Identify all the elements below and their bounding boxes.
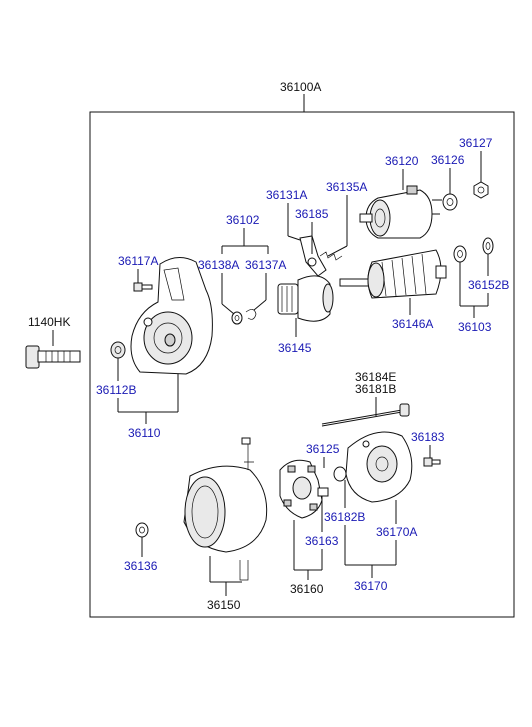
- part-brush-spring-36163[interactable]: [317, 487, 329, 497]
- part-pinion-clutch-36145[interactable]: [277, 275, 334, 322]
- part-bushing-36112B[interactable]: [110, 341, 126, 359]
- label-36136[interactable]: 36136: [124, 559, 158, 573]
- label-36117A[interactable]: 36117A: [118, 254, 158, 268]
- label-36170[interactable]: 36170: [354, 579, 388, 593]
- label-36138A[interactable]: 36138A: [198, 258, 239, 272]
- label-36146A[interactable]: 36146A: [392, 317, 433, 331]
- part-yoke-36150[interactable]: [183, 437, 268, 581]
- label-36170A[interactable]: 36170A: [376, 525, 417, 539]
- label-36183[interactable]: 36183: [411, 430, 445, 444]
- part-front-housing-36110[interactable]: [130, 257, 213, 375]
- label-36182B[interactable]: 36182B: [324, 510, 365, 524]
- label-36185[interactable]: 36185: [295, 207, 329, 221]
- part-stopper-36137A[interactable]: [245, 309, 257, 320]
- part-bolt-1140HK[interactable]: [25, 345, 81, 369]
- assembly-frame: [89, 111, 515, 618]
- label-36110[interactable]: 36110: [128, 426, 161, 440]
- label-36160[interactable]: 36160: [290, 582, 324, 596]
- part-armature-36146A[interactable]: [339, 249, 447, 299]
- label-36127[interactable]: 36127: [459, 136, 493, 150]
- part-shift-lever-36131A[interactable]: [299, 235, 327, 277]
- label-36120[interactable]: 36120: [385, 154, 419, 168]
- label-36184E[interactable]: 36184E: [355, 370, 396, 384]
- leader-36135A-b: [327, 245, 348, 257]
- leader-36131A-b: [287, 235, 301, 241]
- part-solenoid-36120[interactable]: [359, 185, 442, 239]
- label-36145[interactable]: 36145: [278, 341, 312, 355]
- label-36181B[interactable]: 36181B: [355, 382, 396, 396]
- label-36150[interactable]: 36150: [207, 598, 241, 612]
- part-washer-36136[interactable]: [135, 522, 149, 538]
- label-36137A[interactable]: 36137A: [245, 258, 286, 272]
- part-through-bolt-36181B[interactable]: [321, 403, 410, 427]
- part-screw-36183[interactable]: [423, 457, 441, 467]
- label-36100A[interactable]: 36100A: [280, 80, 321, 94]
- part-ring-36138A[interactable]: [231, 311, 243, 325]
- part-brush-holder-36160[interactable]: [279, 459, 323, 519]
- label-36135A[interactable]: 36135A: [326, 180, 367, 194]
- part-washer-36152B[interactable]: [482, 237, 494, 255]
- part-bolt-36117A[interactable]: [133, 282, 153, 292]
- label-36103[interactable]: 36103: [458, 320, 492, 334]
- label-36102[interactable]: 36102: [226, 213, 260, 227]
- part-nut-36127[interactable]: [473, 181, 489, 199]
- label-36163[interactable]: 36163: [305, 534, 339, 548]
- part-rear-cover-36170A[interactable]: [345, 431, 413, 503]
- leader-36138A-b: [221, 303, 235, 315]
- leader-36137A-b: [253, 299, 267, 311]
- part-washer-36126[interactable]: [442, 193, 458, 211]
- label-36152B[interactable]: 36152B: [468, 278, 509, 292]
- part-washer-36103-a[interactable]: [453, 245, 467, 263]
- part-spring-36135A[interactable]: [319, 251, 343, 261]
- part-grommet-36125[interactable]: [333, 466, 347, 482]
- label-36126[interactable]: 36126: [431, 153, 465, 167]
- label-36125[interactable]: 36125: [306, 442, 340, 456]
- label-1140HK[interactable]: 1140HK: [28, 315, 70, 329]
- label-36112B[interactable]: 36112B: [96, 383, 136, 397]
- label-36131A[interactable]: 36131A: [266, 188, 307, 202]
